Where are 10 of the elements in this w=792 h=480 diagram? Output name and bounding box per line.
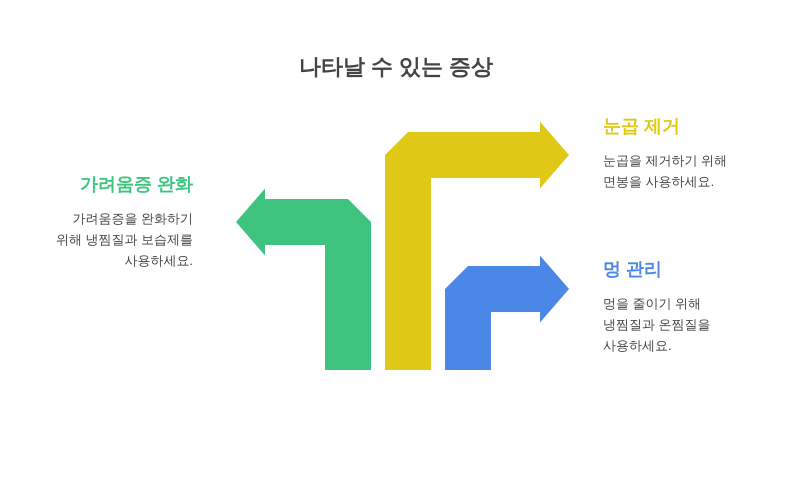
- bent-arrow: [236, 188, 371, 370]
- bent-arrow: [385, 122, 569, 370]
- heading: 가려움증 완화: [80, 173, 193, 196]
- description: 가려움증을 완화하기 위해 냉찜질과 보습제를 사용하세요.: [54, 210, 193, 270]
- heading: 멍 관리: [603, 258, 662, 281]
- bent-arrow: [445, 256, 569, 370]
- description: 눈곱을 제거하기 위해 면봉을 사용하세요.: [603, 152, 728, 191]
- heading: 눈곱 제거: [603, 115, 680, 138]
- description: 멍을 줄이기 위해 냉찜질과 온찜질을 사용하세요.: [603, 295, 712, 355]
- title: 나타날 수 있는 증상: [298, 53, 494, 81]
